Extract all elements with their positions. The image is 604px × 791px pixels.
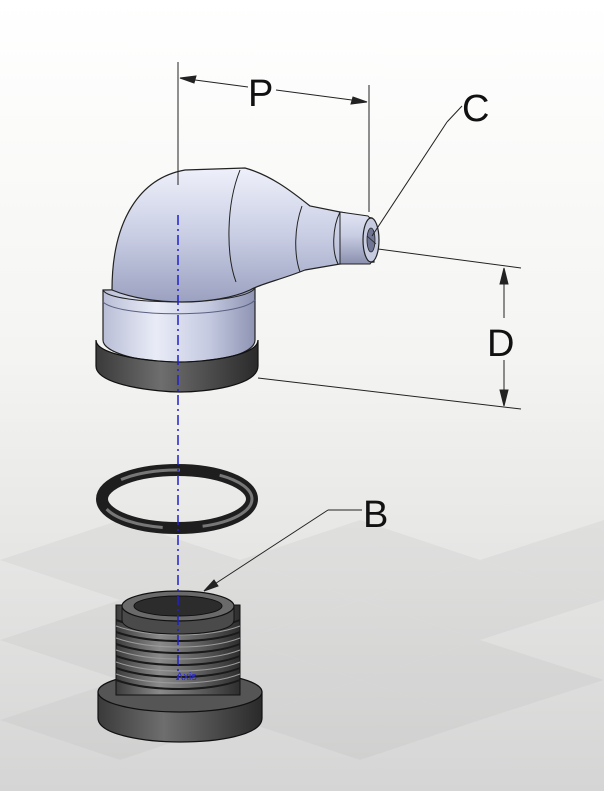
elbow-fitting [95, 167, 380, 393]
o-ring [96, 464, 258, 534]
label-b: B [363, 494, 388, 536]
axis-note: Axis [176, 671, 197, 683]
label-p: P [248, 73, 273, 115]
dimension-p [177, 62, 370, 212]
dimension-d [257, 248, 522, 410]
label-d: D [487, 323, 514, 365]
label-c: C [462, 88, 489, 130]
leader-c [371, 105, 463, 237]
threaded-insert [97, 590, 263, 743]
leader-b [203, 509, 362, 592]
